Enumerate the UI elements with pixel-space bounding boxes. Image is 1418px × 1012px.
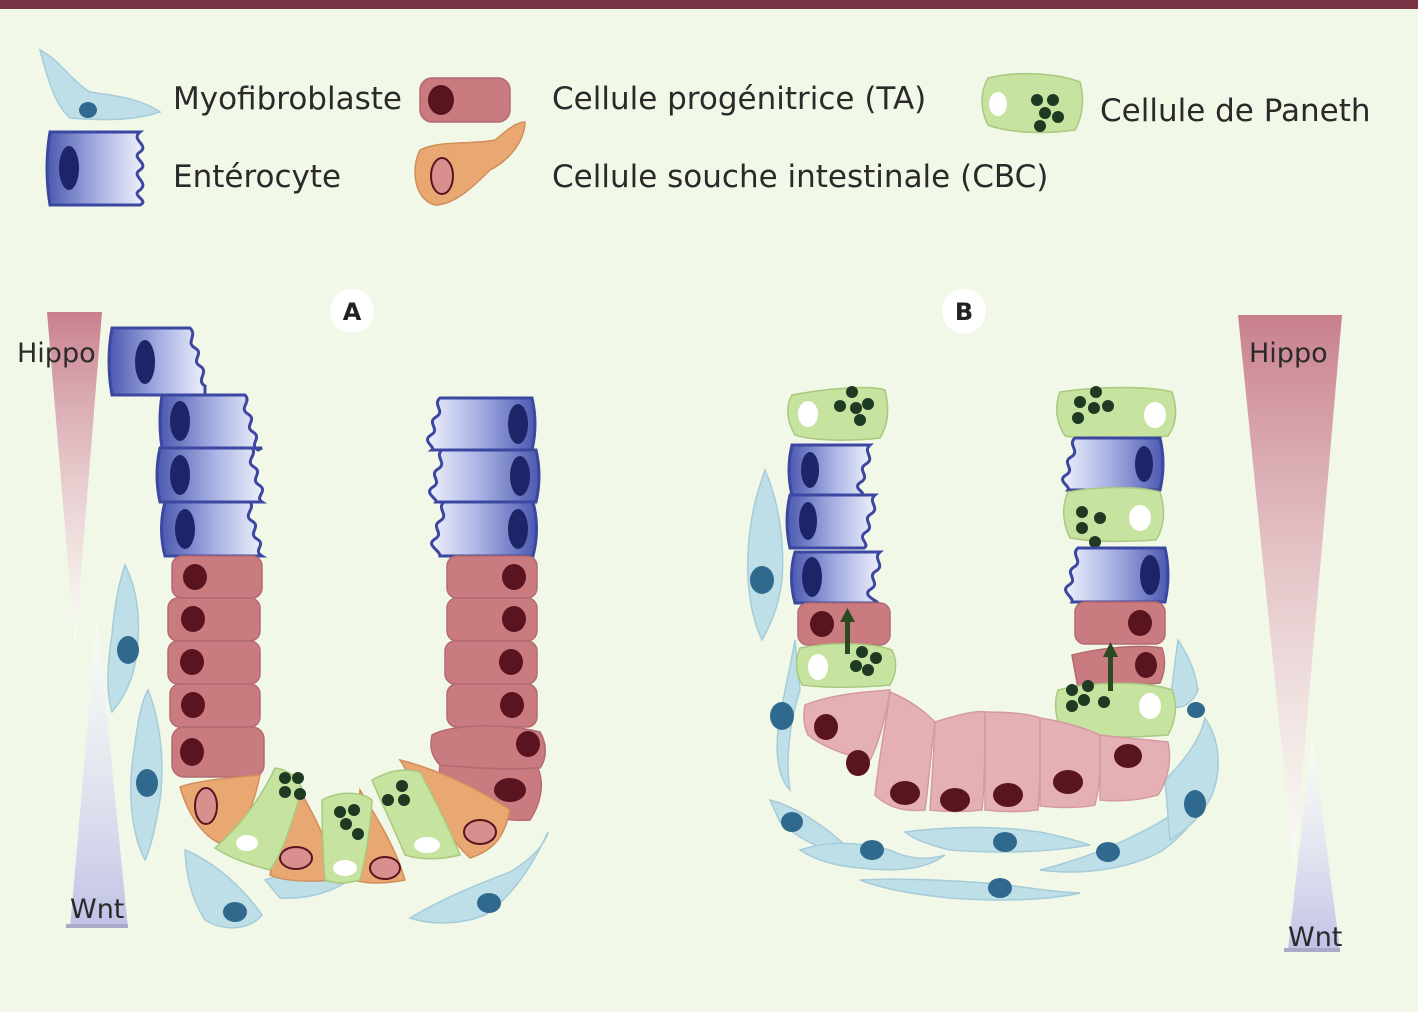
enterocyte-cell — [1061, 436, 1165, 492]
enterocytes-left-a — [107, 326, 268, 558]
crypt-base-b — [803, 689, 1171, 813]
stem-cell-icon — [414, 121, 526, 206]
up-arrow-icon — [1103, 642, 1118, 691]
legend-enterocyte-label: Entérocyte — [173, 159, 341, 195]
panel-b-label: B — [955, 298, 973, 326]
crypt-base-a — [179, 758, 511, 884]
panel-b-badge — [942, 289, 986, 333]
hippo-label-b: Hippo — [1249, 338, 1328, 369]
legend-myofibroblast-label: Myofibroblaste — [173, 81, 402, 117]
wnt-base-a — [66, 924, 128, 928]
myofibroblast-nuclei-b — [750, 566, 1206, 898]
crypt-base-nuclei-b — [814, 714, 1142, 812]
enterocyte-cell — [430, 500, 538, 558]
legend-stem-cell-label: Cellule souche intestinale (CBC) — [552, 159, 1048, 195]
up-arrow-icon — [840, 608, 855, 654]
myofibroblast-nuclei-a — [117, 636, 501, 922]
enterocytes-right-a — [426, 396, 541, 558]
enterocyte-cell — [790, 550, 884, 605]
panel-a: A Hippo Wnt — [17, 289, 549, 929]
wnt-label-a: Wnt — [70, 894, 124, 925]
panel-a-badge — [330, 289, 374, 333]
hippo-label-a: Hippo — [17, 338, 96, 369]
enterocyte-cell — [158, 393, 263, 452]
left-column-b — [785, 386, 897, 688]
hippo-gradient-b — [1238, 315, 1342, 870]
enterocyte-cell — [426, 396, 537, 452]
paneth-icon — [981, 72, 1084, 134]
progenitor-nuclei-right-a — [494, 564, 540, 802]
hippo-gradient-a — [47, 312, 102, 648]
legend: Myofibroblaste Entérocyte Cellule progén… — [38, 48, 1371, 207]
progenitor-nuclei-left-a — [180, 564, 207, 766]
panel-a-label: A — [343, 298, 362, 326]
enterocyte-icon — [45, 130, 145, 207]
progenitor-icon — [419, 77, 511, 123]
wnt-base-b — [1284, 948, 1340, 952]
enterocyte-cell — [428, 448, 541, 504]
right-column-b — [1054, 386, 1177, 738]
enterocyte-cell — [785, 493, 879, 550]
legend-progenitor-label: Cellule progénitrice (TA) — [552, 81, 926, 117]
enterocyte-cell — [160, 500, 268, 558]
enterocyte-cell — [107, 326, 207, 397]
enterocyte-cell — [155, 446, 268, 504]
paneth-cell — [1055, 386, 1177, 440]
wnt-gradient-a — [70, 616, 128, 928]
wnt-gradient-b — [1288, 735, 1340, 950]
myofibroblast-icon — [38, 48, 162, 121]
panel-b: B Hippo Wnt — [747, 289, 1342, 953]
wnt-label-b: Wnt — [1288, 922, 1342, 953]
enterocyte-cell — [1064, 546, 1170, 604]
top-bar — [0, 0, 1418, 9]
paneth-cell — [787, 386, 889, 441]
enterocyte-cell — [787, 443, 874, 497]
legend-paneth-label: Cellule de Paneth — [1100, 93, 1371, 129]
